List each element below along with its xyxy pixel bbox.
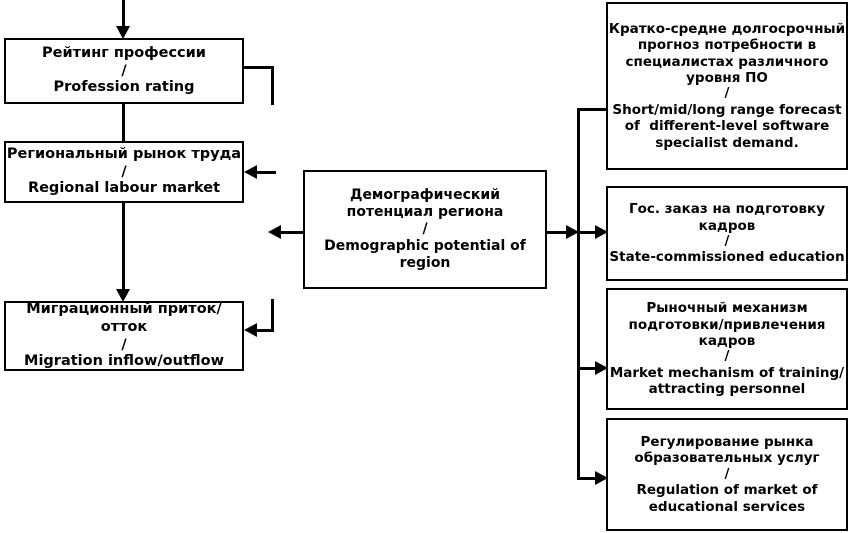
connector-demographic-left-line	[280, 231, 304, 234]
node-demographic-potential-separator: /	[422, 221, 428, 238]
node-regulation-ru: Регулирование рынка образовательных услу…	[634, 433, 820, 467]
arrowhead-into-regional-labour	[244, 165, 257, 179]
node-state-order-en: State-commissioned education	[609, 249, 845, 266]
arrowhead-into-market-mechanism	[595, 361, 608, 375]
node-migration-separator: /	[121, 336, 127, 353]
node-profession-rating-separator: /	[121, 62, 127, 79]
node-forecast-en: Short/mid/long range forecast of differe…	[612, 101, 847, 151]
arrowhead-into-state-order	[595, 225, 608, 239]
node-regulation[interactable]: Регулирование рынка образовательных услу…	[606, 418, 848, 531]
node-migration-en: Migration inflow/outflow	[24, 353, 224, 370]
connector-into-regional-labour-line	[256, 171, 276, 174]
connector-incoming-top-line	[122, 0, 125, 30]
connector-into-migration-horizontal	[256, 329, 274, 332]
connector-bus-to-market-mechanism	[577, 367, 599, 370]
connector-profession-right-horizontal	[244, 66, 274, 69]
node-market-mechanism-ru: Рыночный механизм подготовки/привлечения…	[628, 300, 831, 349]
connector-demographic-right-line	[547, 231, 571, 234]
connector-bus-to-regulation	[577, 477, 599, 480]
connector-right-bus-vertical	[577, 108, 580, 480]
node-regional-labour-market-separator: /	[121, 163, 127, 180]
node-profession-rating-ru: Рейтинг профессии	[42, 44, 206, 61]
arrowhead-demographic-left	[268, 225, 281, 239]
arrowhead-demographic-right	[566, 225, 579, 239]
node-regional-labour-market-ru: Региональный рынок труда	[6, 145, 242, 162]
connector-bus-to-forecast	[577, 108, 608, 111]
node-regulation-separator: /	[724, 465, 730, 482]
node-migration[interactable]: Миграционный приток/отток / Migration in…	[4, 301, 244, 371]
node-state-order-ru: Гос. заказ на подготовку кадров	[628, 201, 830, 234]
node-demographic-potential[interactable]: Демографический потенциал региона / Demo…	[303, 170, 547, 289]
arrowhead-incoming-top	[116, 26, 130, 39]
node-forecast-separator: /	[724, 85, 730, 102]
node-forecast[interactable]: Кратко-средне долгосрочный прогноз потре…	[606, 2, 848, 170]
node-migration-ru: Миграционный приток/отток	[26, 301, 222, 335]
node-regulation-en: Regulation of market of educational serv…	[636, 482, 823, 515]
arrowhead-into-migration	[116, 289, 130, 302]
node-regional-labour-market-en: Regional labour market	[27, 180, 221, 197]
node-profession-rating-en: Profession rating	[53, 79, 195, 96]
node-demographic-potential-en: Demographic potential of region	[324, 237, 531, 271]
node-profession-rating[interactable]: Рейтинг профессии / Profession rating	[4, 38, 244, 104]
connector-left-bus-vertical	[271, 299, 274, 332]
node-market-mechanism-separator: /	[724, 348, 730, 365]
node-regional-labour-market[interactable]: Региональный рынок труда / Regional labo…	[4, 141, 244, 203]
node-forecast-ru: Кратко-средне долгосрочный прогноз потре…	[608, 20, 850, 86]
node-demographic-potential-ru: Демографический потенциал региона	[346, 187, 505, 221]
connector-profession-right-vertical	[271, 66, 274, 105]
node-state-order[interactable]: Гос. заказ на подготовку кадров / State-…	[606, 186, 848, 281]
arrowhead-into-migration-side	[244, 323, 257, 337]
node-market-mechanism[interactable]: Рыночный механизм подготовки/привлечения…	[606, 288, 848, 410]
arrowhead-into-regulation	[595, 471, 608, 485]
connector-bus-to-state-order	[577, 231, 599, 234]
node-state-order-separator: /	[724, 232, 730, 249]
node-market-mechanism-en: Market mechanism of training/ attracting…	[609, 364, 849, 398]
